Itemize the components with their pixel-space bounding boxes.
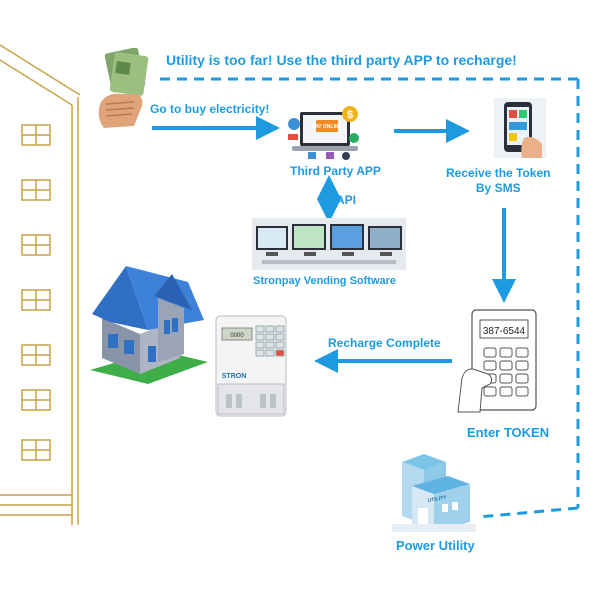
apartment-building-outline <box>0 44 80 525</box>
buy-electricity-label: Go to buy electricity! <box>150 102 270 116</box>
vending-software-label: Stronpay Vending Software <box>253 275 397 287</box>
utility-sign: UTILITY <box>427 495 447 504</box>
svg-text:$: $ <box>347 109 353 121</box>
recharge-complete-label: Recharge Complete <box>328 336 441 350</box>
power-utility-label: Power Utility <box>396 538 475 553</box>
phone-sms-icon <box>494 98 546 158</box>
svg-text:0000: 0000 <box>230 333 244 339</box>
enter-token-label: Enter TOKEN <box>467 425 550 440</box>
third-party-app-label: Third Party APP <box>290 164 381 178</box>
electric-meter-icon: 0000 STRON <box>215 315 287 417</box>
receive-token-label: Receive the Token By SMS <box>446 166 550 196</box>
meter-brand: STRON <box>222 373 247 380</box>
utility-building-icon: UTILITY <box>392 454 476 532</box>
cash-in-hand-icon <box>98 48 149 128</box>
laptop-payment-icon: PAY ONLINE $ <box>288 106 359 160</box>
receive-token-line2: By SMS <box>475 181 521 195</box>
page-title: Utility is too far! Use the third party … <box>166 52 517 68</box>
receive-token-line1: Receive the Token <box>446 166 551 180</box>
computer-monitors-icon <box>252 218 406 270</box>
api-label: API <box>336 193 357 207</box>
keypad-hand-icon: 387-6544 <box>457 309 537 413</box>
house-icon <box>90 266 208 384</box>
keypad-display: 387-6544 <box>483 326 526 337</box>
app-card-text: PAY ONLINE <box>312 124 342 130</box>
